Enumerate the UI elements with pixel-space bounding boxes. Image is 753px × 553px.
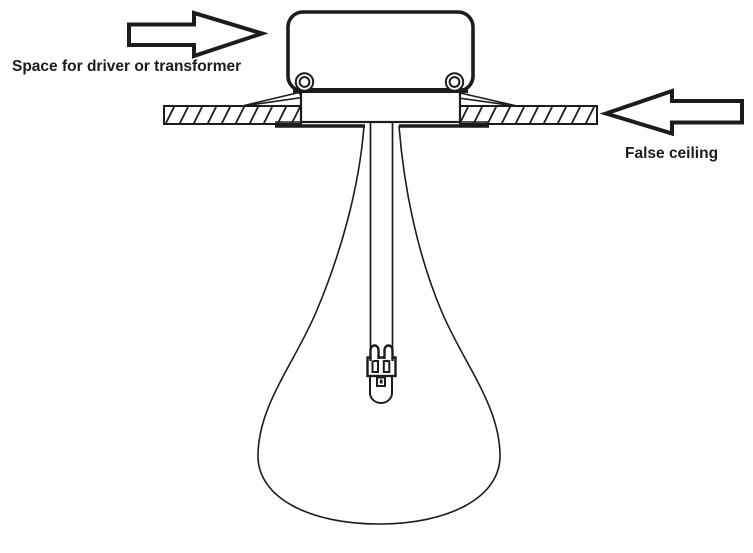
driver-space-label: Space for driver or transformer <box>12 58 242 75</box>
lamp-socket <box>366 344 397 378</box>
trim-flange <box>275 121 489 128</box>
lamp-stem <box>369 122 394 350</box>
arrow-left-icon <box>599 88 744 137</box>
spring-clip-right <box>453 91 520 108</box>
arrow-right-icon <box>127 10 269 59</box>
false-ceiling-label: False ceiling <box>625 145 719 162</box>
fixture-can <box>299 89 462 124</box>
spring-pivot-right <box>444 72 465 92</box>
halogen-capsule <box>369 376 393 404</box>
spring-clip-left <box>239 91 304 108</box>
driver-housing <box>286 10 475 93</box>
glass-bulb-outline <box>257 125 501 525</box>
spring-pivot-left <box>294 72 315 92</box>
